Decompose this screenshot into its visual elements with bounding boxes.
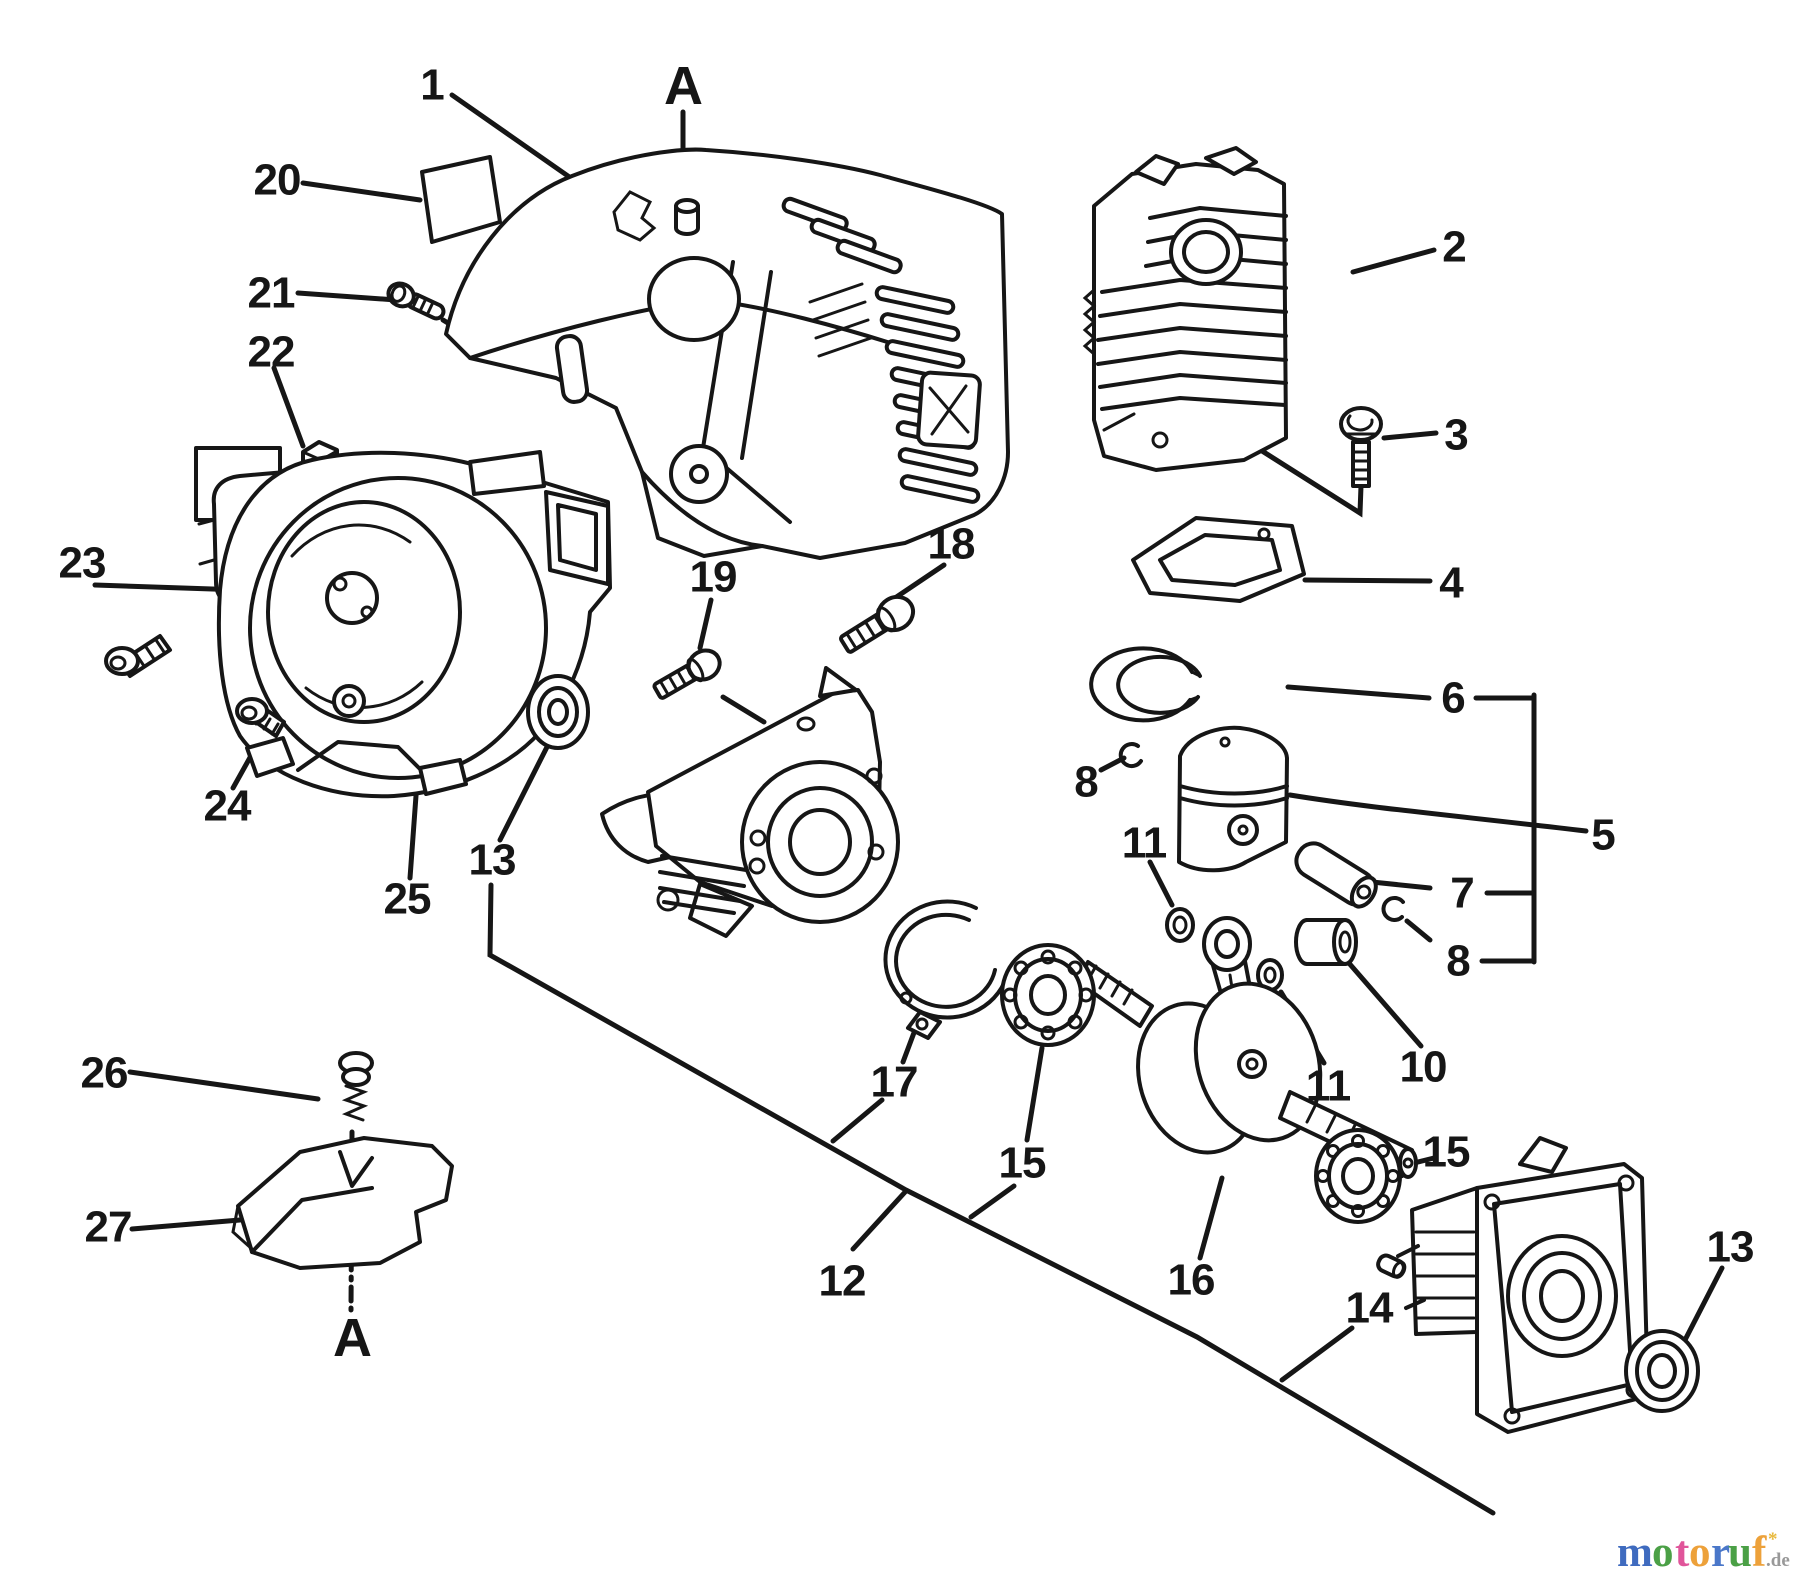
logo-letter-f: f bbox=[1752, 1529, 1767, 1576]
bolt-3 bbox=[1339, 406, 1383, 488]
callout-10: 10 bbox=[1400, 1043, 1447, 1092]
crankcase-half-right bbox=[1396, 1136, 1650, 1434]
callout-labels: 1 A 20 21 22 2 3 4 23 19 18 6 8 5 24 25 … bbox=[59, 56, 1755, 1368]
callout-27: 27 bbox=[85, 1203, 132, 1252]
crankcase-gasket-part bbox=[883, 899, 1010, 1040]
cylinder-gasket-part bbox=[1131, 516, 1306, 603]
callout-25: 25 bbox=[384, 875, 431, 924]
callout-6: 6 bbox=[1441, 674, 1464, 723]
callout-a-bottom: A bbox=[333, 1308, 371, 1368]
callout-2: 2 bbox=[1442, 223, 1465, 272]
needle-bearing-part bbox=[1294, 918, 1358, 966]
ball-bearing-left bbox=[1000, 943, 1096, 1047]
piston-part bbox=[1177, 725, 1289, 873]
rod-washer-left bbox=[1165, 907, 1195, 943]
piston-ring-part bbox=[1089, 646, 1202, 723]
bolt-18 bbox=[839, 594, 916, 654]
logo-letter-o2: o bbox=[1689, 1529, 1711, 1576]
wrist-pin-part bbox=[1294, 841, 1378, 909]
logo-letter-m: m bbox=[1617, 1529, 1653, 1576]
mount-bracket-27 bbox=[231, 1136, 454, 1270]
callout-24: 24 bbox=[204, 782, 252, 831]
callout-21: 21 bbox=[248, 269, 295, 318]
cylinder-part bbox=[1082, 146, 1288, 472]
callout-5: 5 bbox=[1591, 811, 1615, 860]
callout-19: 19 bbox=[690, 553, 737, 602]
callout-12: 12 bbox=[819, 1257, 866, 1306]
logo-suffix: .de bbox=[1766, 1550, 1790, 1571]
logo-letter-o1: o bbox=[1652, 1529, 1674, 1576]
pin-clip-right bbox=[1381, 895, 1405, 922]
callout-20: 20 bbox=[254, 156, 301, 205]
callout-7: 7 bbox=[1450, 869, 1473, 918]
fan-housing-part bbox=[216, 450, 612, 799]
crankcase-half-left bbox=[600, 666, 900, 938]
callout-26: 26 bbox=[81, 1049, 128, 1098]
callout-11-left: 11 bbox=[1122, 819, 1167, 868]
engine-cover-part bbox=[444, 147, 1010, 560]
ball-bearing-right bbox=[1314, 1128, 1402, 1224]
callout-16: 16 bbox=[1168, 1256, 1215, 1305]
callout-bracket-5-6-7-8 bbox=[1473, 692, 1537, 965]
bolt-23 bbox=[104, 634, 172, 678]
decal-part bbox=[420, 155, 502, 244]
callout-8-right: 8 bbox=[1446, 937, 1470, 986]
callout-23: 23 bbox=[59, 539, 106, 588]
oil-seal-right bbox=[1624, 1329, 1700, 1413]
callout-13-left: 13 bbox=[469, 836, 516, 885]
callout-a-top: A bbox=[664, 56, 702, 116]
callout-1: 1 bbox=[420, 61, 444, 110]
screw-21 bbox=[386, 281, 446, 321]
callout-15-left: 15 bbox=[999, 1139, 1046, 1188]
cover-top-plug bbox=[674, 198, 700, 236]
dowel-pin-14 bbox=[1376, 1253, 1407, 1279]
callout-11-right: 11 bbox=[1306, 1062, 1351, 1111]
callout-3: 3 bbox=[1444, 411, 1467, 460]
logo-letter-r: r bbox=[1711, 1529, 1730, 1576]
callout-8-left: 8 bbox=[1074, 758, 1098, 807]
bolt-19 bbox=[652, 648, 722, 700]
callout-22: 22 bbox=[248, 328, 295, 377]
cover-rear-window bbox=[916, 370, 982, 450]
assembly-axis-lines bbox=[487, 882, 1496, 1516]
callout-4: 4 bbox=[1439, 559, 1464, 608]
logo-mark: * bbox=[1768, 1529, 1778, 1550]
oil-seal-left bbox=[526, 674, 590, 750]
motoruf-logo: m o t o r u f * .de bbox=[1617, 1529, 1790, 1576]
callout-17: 17 bbox=[871, 1058, 918, 1107]
callout-18: 18 bbox=[928, 520, 975, 569]
callout-15-right: 15 bbox=[1423, 1128, 1470, 1177]
bolt-24 bbox=[235, 697, 286, 738]
logo-letter-t: t bbox=[1675, 1529, 1690, 1576]
callout-14: 14 bbox=[1346, 1284, 1394, 1333]
logo-letter-u: u bbox=[1728, 1529, 1752, 1576]
pin-clip-left bbox=[1118, 742, 1143, 769]
callout-13-right: 13 bbox=[1707, 1223, 1754, 1272]
spring-screw-26 bbox=[338, 1051, 374, 1122]
